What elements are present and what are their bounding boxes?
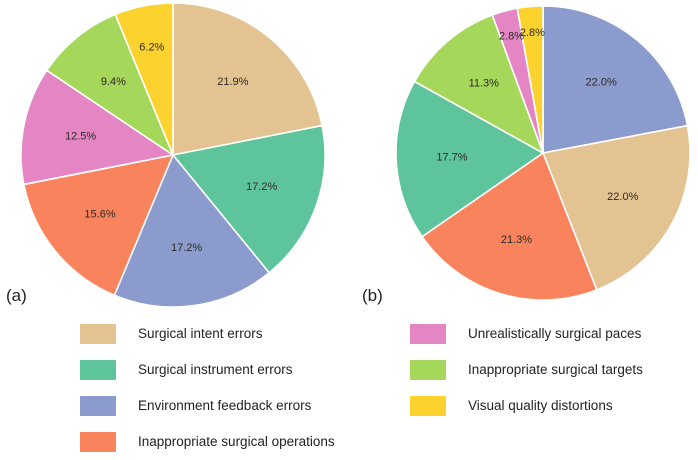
legend-item[interactable]: Surgical intent errors	[80, 316, 335, 352]
pie-slice-label: 21.9%	[217, 76, 248, 88]
legend-color-swatch	[410, 396, 446, 416]
pie-slice[interactable]	[23, 154, 174, 297]
pie-slice[interactable]	[172, 124, 326, 274]
pie-slice[interactable]	[113, 154, 270, 308]
legend-item[interactable]: Inappropriate surgical targets	[410, 352, 643, 388]
pie-slice-label: 21.3%	[501, 234, 532, 246]
pie-slice-label: 17.7%	[436, 151, 467, 163]
legend-item-label: Surgical instrument errors	[138, 362, 293, 378]
legend-item-label: Environment feedback errors	[138, 398, 312, 414]
pie-slice[interactable]	[45, 13, 174, 156]
pie-slice-label: 22.0%	[586, 77, 617, 89]
pie-slice[interactable]	[395, 80, 544, 238]
pie-slice[interactable]	[421, 152, 598, 301]
legend-item-label: Visual quality distortions	[468, 398, 613, 414]
legend-item[interactable]: Surgical instrument errors	[80, 352, 335, 388]
legend-item[interactable]: Unrealistically surgical paces	[410, 316, 643, 352]
legend-item-label: Inappropriate surgical targets	[468, 362, 643, 378]
pie-slice-label: 2.8%	[520, 27, 545, 39]
pie-slice[interactable]	[542, 124, 691, 291]
pie-slice-label: 12.5%	[65, 130, 96, 142]
pie-slice[interactable]	[114, 2, 174, 156]
pie-slice-label: 11.3%	[469, 78, 500, 90]
pie-slice[interactable]	[413, 14, 544, 154]
pie-slice-label: 22.0%	[607, 191, 638, 203]
legend-item[interactable]: Environment feedback errors	[80, 388, 335, 424]
legend-color-swatch	[80, 360, 116, 380]
pie-slice-label: 17.2%	[171, 242, 202, 254]
legend-item-label: Surgical intent errors	[138, 326, 263, 342]
panel-caption-a: (a)	[6, 286, 27, 305]
pie-slice-label: 17.2%	[246, 181, 277, 193]
pie-slice-label: 9.4%	[101, 76, 126, 88]
legend-color-swatch	[410, 360, 446, 380]
pie-slice[interactable]	[20, 69, 174, 186]
pie-slice[interactable]	[542, 5, 689, 154]
pie-slice-label: 2.8%	[499, 31, 524, 43]
legend-item[interactable]: Visual quality distortions	[410, 388, 643, 424]
pie-chart-panel-b: 22.0% 22.0% 21.3% 17.7% 11.3% 2.8%2.8%	[349, 0, 698, 310]
pie-chart-panel-a: 21.9% 17.2% 17.2% 15.6% 12.5% 9.4% 6.2%	[0, 0, 349, 310]
pie-slice-label: 15.6%	[84, 209, 115, 221]
legend-color-swatch	[80, 324, 116, 344]
pie-slice[interactable]	[172, 2, 323, 156]
legend-color-swatch	[80, 432, 116, 452]
legend-item-label: Unrealistically surgical paces	[468, 326, 642, 342]
pie-slice[interactable]	[516, 5, 544, 154]
pie-chart-a-svg: 21.9% 17.2% 17.2% 15.6% 12.5% 9.4% 6.2%	[20, 2, 326, 308]
panel-caption-b: (b)	[362, 286, 383, 305]
legend-item-label: Inappropriate surgical operations	[138, 434, 335, 450]
pie-slice-label: 6.2%	[139, 42, 164, 54]
legend-color-swatch	[410, 324, 446, 344]
legend-color-swatch	[80, 396, 116, 416]
pie-chart-b-svg: 22.0% 22.0% 21.3% 17.7% 11.3% 2.8%2.8%	[395, 5, 691, 301]
legend-item[interactable]: Inappropriate surgical operations	[80, 424, 335, 460]
